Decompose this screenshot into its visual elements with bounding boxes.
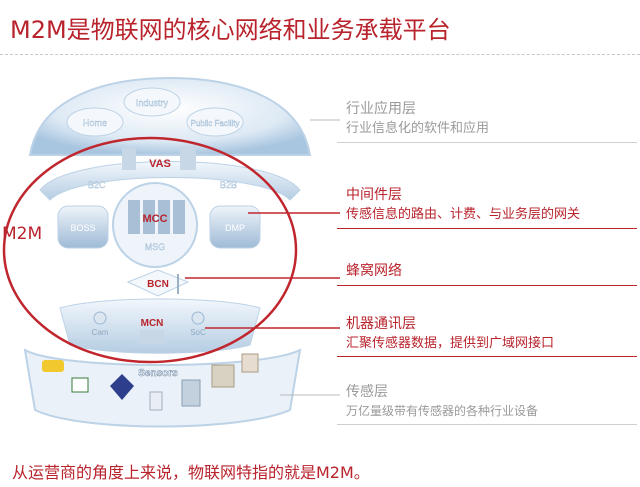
cart-icon bbox=[71, 377, 89, 393]
layer-cellular-head: 蜂窝网络 bbox=[346, 263, 402, 279]
layer-machine: 机器通讯层 汇聚传感器数据，提供到广域网接口 bbox=[346, 315, 554, 353]
layer-middleware-head: 中间件层 bbox=[346, 187, 402, 203]
vas-label: VAS bbox=[149, 158, 171, 170]
dmp-label: DMP bbox=[225, 223, 245, 233]
layer-cellular-rule bbox=[337, 285, 637, 286]
layer-sensor-head: 传感层 bbox=[346, 384, 388, 400]
b2c-label: B2C bbox=[88, 180, 106, 190]
building-icon bbox=[181, 379, 201, 407]
layer-application-rule bbox=[337, 142, 637, 143]
layer-sensor-sub: 万亿量级带有传感器的各种行业设备 bbox=[346, 404, 539, 418]
dmp-box bbox=[209, 205, 261, 249]
footer-note: 从运营商的角度上来说，物联网特指的就是M2M。 bbox=[12, 463, 370, 482]
cam-label: Cam bbox=[92, 328, 109, 337]
sensors-label: Sensors bbox=[138, 368, 178, 379]
app-bubble-home-label: Home bbox=[83, 118, 107, 128]
layer-application-sub: 行业信息化的软件和应用 bbox=[346, 121, 490, 136]
mcc-server-1 bbox=[128, 200, 140, 234]
boss-box bbox=[57, 205, 109, 249]
mcn-device bbox=[140, 330, 164, 344]
cam-icon bbox=[93, 311, 107, 325]
layer-machine-rule bbox=[337, 356, 637, 357]
layer-sensor-rule bbox=[337, 424, 637, 425]
mcc-label: MCC bbox=[142, 213, 167, 225]
boss-label: BOSS bbox=[70, 223, 95, 233]
msg-label: MSG bbox=[145, 242, 166, 252]
robot-icon bbox=[110, 374, 134, 400]
app-bubble-public bbox=[186, 107, 244, 137]
app-bubble-public-label: Public Facility bbox=[191, 119, 240, 128]
soc-label: SoC bbox=[190, 328, 206, 337]
layer-cellular: 蜂窝网络 bbox=[346, 262, 402, 281]
bottle-icon bbox=[149, 391, 163, 411]
factory-icon bbox=[211, 364, 235, 388]
page-title: M2M是物联网的核心网络和业务承载平台 bbox=[10, 16, 451, 44]
vas-building-left bbox=[122, 148, 136, 170]
layer-machine-head: 机器通讯层 bbox=[346, 316, 416, 332]
layer-application-head: 行业应用层 bbox=[346, 101, 416, 117]
middleware-band bbox=[39, 161, 301, 201]
app-bubble-home bbox=[66, 107, 124, 137]
house-icon bbox=[241, 353, 259, 373]
bcn-chevron bbox=[126, 269, 190, 297]
b2b-label: B2B bbox=[220, 180, 237, 190]
layer-machine-sub: 汇聚传感器数据，提供到广域网接口 bbox=[346, 336, 555, 351]
layer-middleware: 中间件层 传感信息的路由、计费、与业务层的网关 bbox=[346, 186, 580, 224]
mcc-server-3 bbox=[158, 200, 170, 234]
mcn-label: MCN bbox=[141, 318, 164, 329]
mcc-server-2 bbox=[143, 200, 155, 234]
taxi-icon bbox=[42, 360, 64, 372]
layer-application: 行业应用层 行业信息化的软件和应用 bbox=[346, 100, 489, 138]
layer-diagram: Home Industry Public Facility B2C B2B VA… bbox=[2, 76, 340, 428]
layer-sensor: 传感层 万亿量级带有传感器的各种行业设备 bbox=[346, 383, 538, 421]
mcc-server-4 bbox=[173, 200, 185, 234]
app-bubble-industry-label: Industry bbox=[136, 98, 169, 108]
m2m-ring bbox=[2, 136, 298, 364]
vas-building-right bbox=[180, 146, 196, 170]
soc-icon bbox=[191, 311, 205, 325]
layer-middleware-rule bbox=[337, 228, 637, 229]
app-bubble-industry bbox=[123, 87, 181, 117]
title-divider bbox=[0, 54, 640, 55]
bcn-label: BCN bbox=[147, 279, 169, 290]
layer-middleware-sub: 传感信息的路由、计费、与业务层的网关 bbox=[346, 207, 581, 222]
m2m-side-label: M2M bbox=[2, 224, 43, 244]
